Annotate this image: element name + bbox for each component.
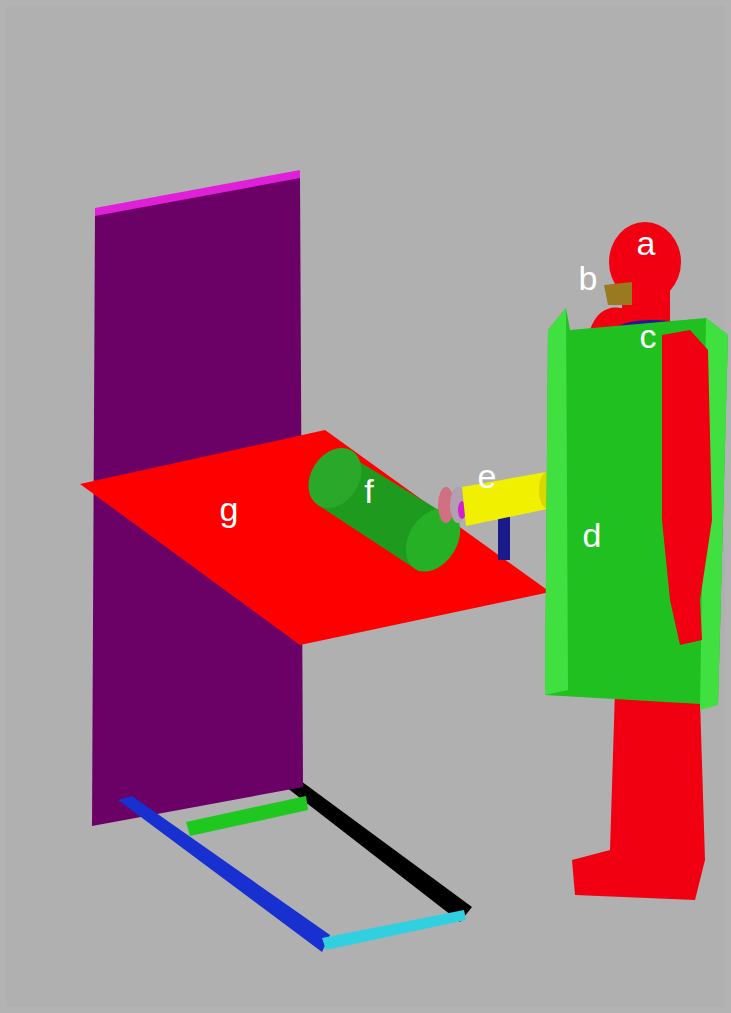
frame-bar — [322, 910, 466, 950]
wall-top — [95, 170, 300, 216]
part-label: f — [364, 474, 373, 508]
part-label: d — [583, 518, 602, 552]
phantom-arm — [662, 330, 712, 645]
cylinder-end — [395, 498, 472, 581]
stand — [498, 515, 510, 560]
apron-edge — [545, 308, 568, 695]
apron — [545, 308, 728, 705]
cylinder-body — [462, 472, 552, 526]
part-label: a — [637, 226, 656, 260]
cylinder-end — [298, 438, 373, 518]
part-label: g — [220, 492, 239, 526]
part-label: b — [579, 261, 598, 295]
frame-bar — [264, 770, 472, 922]
table-top — [80, 430, 550, 645]
phantom-legs — [572, 690, 705, 900]
goggles — [604, 282, 632, 305]
part-label: c — [640, 319, 657, 353]
frame-bar — [118, 796, 330, 952]
part-label: e — [478, 459, 497, 493]
